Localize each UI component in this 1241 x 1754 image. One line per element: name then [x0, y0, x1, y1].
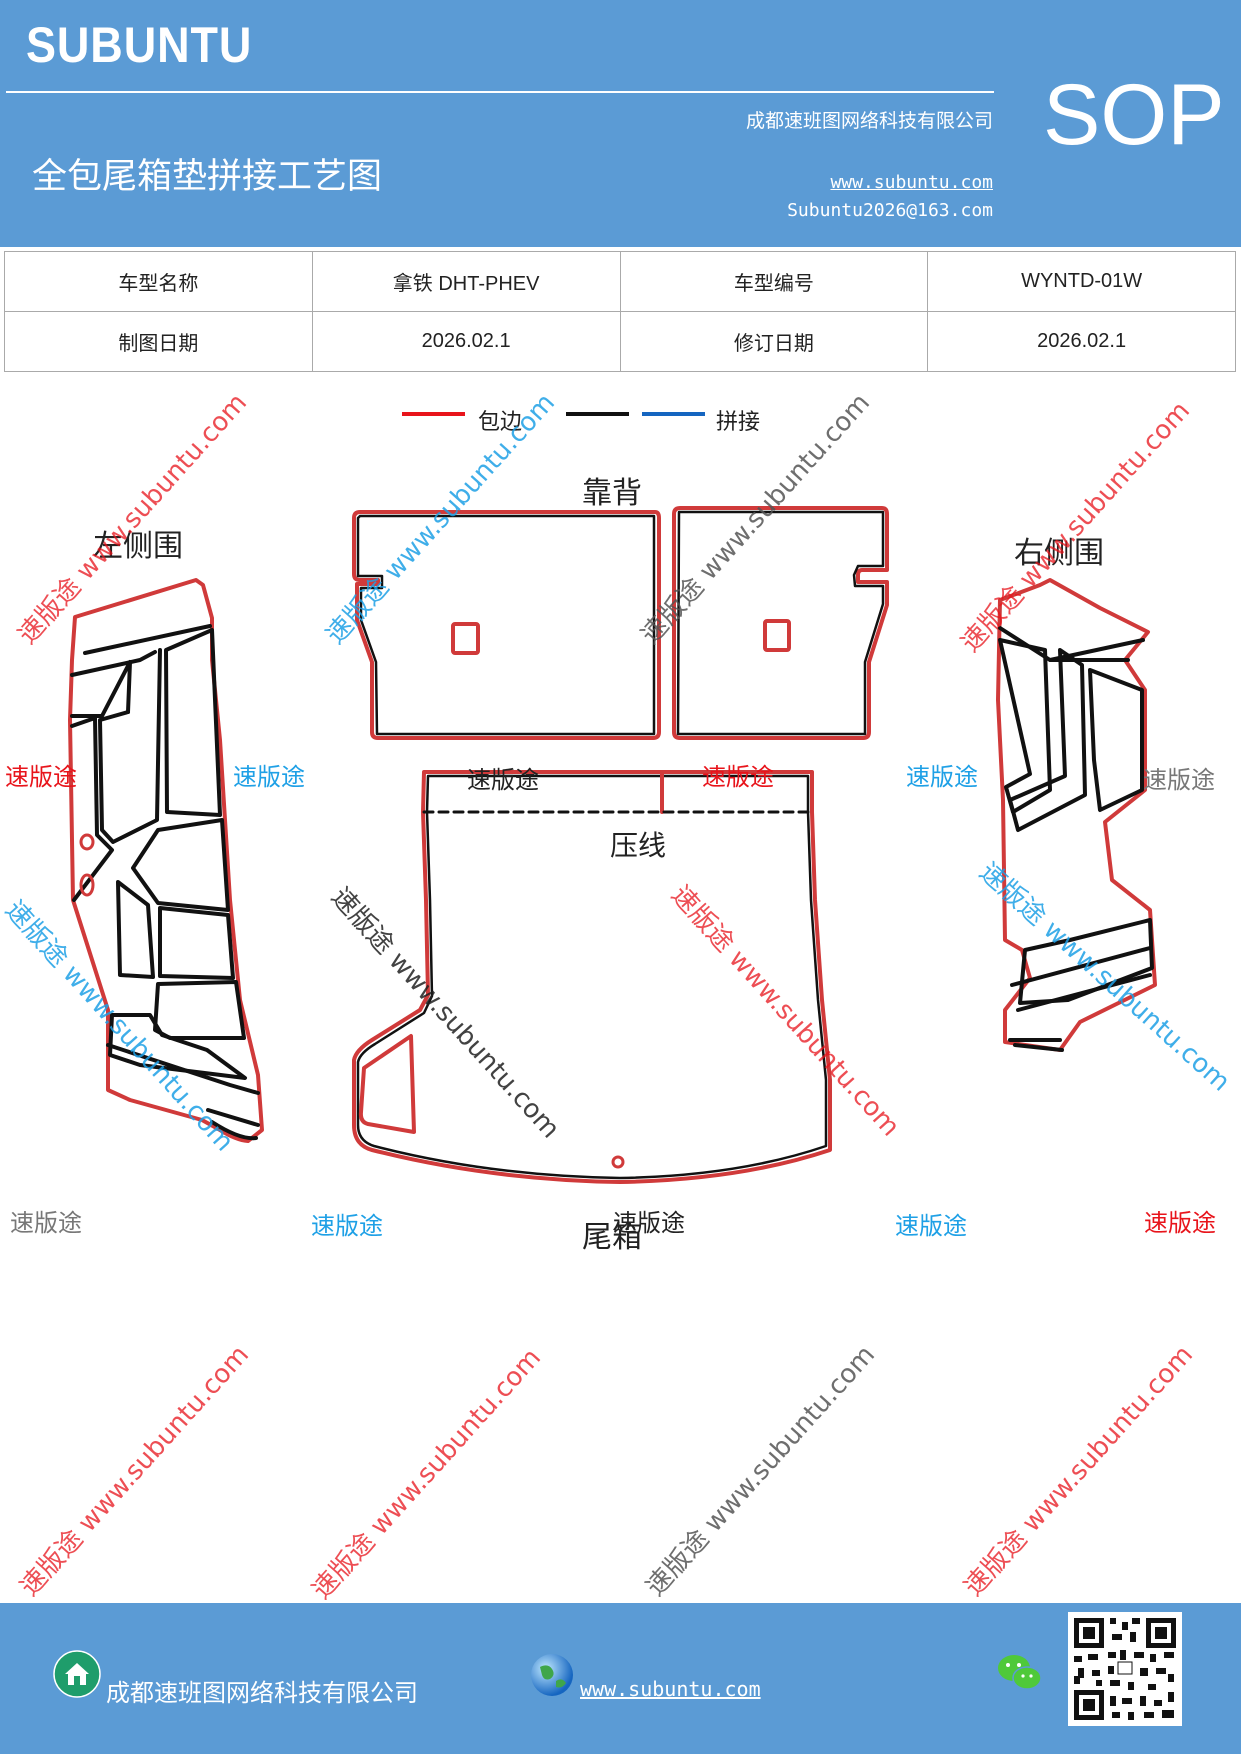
backrest-label: 靠背 — [582, 476, 642, 511]
watermark-text: 速版途 — [613, 1209, 685, 1237]
qr-code-icon — [1068, 1612, 1182, 1726]
info-table: 车型名称 拿铁 DHT-PHEV 车型编号 WYNTD-01W 制图日期 202… — [4, 251, 1236, 372]
watermark-text: 速版途 — [10, 1209, 82, 1237]
draw-date-value: 2026.02.1 — [311, 311, 621, 372]
footer-website-link[interactable]: www.subuntu.com — [580, 1677, 761, 1701]
wechat-icon[interactable] — [995, 1650, 1045, 1694]
left-side-label: 左侧围 — [93, 529, 183, 564]
backrest-left-panel-inner — [356, 514, 656, 736]
legend-edge-label: 包边 — [478, 410, 523, 435]
brand-logo: SUBUNTU — [26, 17, 253, 73]
document-title: 全包尾箱垫拼接工艺图 — [32, 157, 383, 197]
header-banner: SUBUNTU 成都速班图网络科技有限公司 全包尾箱垫拼接工艺图 www.sub… — [0, 0, 1241, 247]
legend-black-line — [566, 412, 629, 416]
header-website-link[interactable]: www.subuntu.com — [830, 172, 993, 193]
home-icon — [53, 1650, 101, 1698]
header-email: Subuntu2026@163.com — [787, 200, 993, 221]
backrest-right-hole — [763, 619, 791, 652]
right-side-label: 右侧围 — [1014, 536, 1104, 571]
watermark-text: 速版途 — [906, 763, 978, 791]
watermark-text: 速版途 — [895, 1212, 967, 1240]
revise-date-label: 修订日期 — [619, 311, 929, 372]
legend-splice-line — [642, 412, 705, 416]
backrest-left-hole — [451, 622, 480, 655]
revise-date-value: 2026.02.1 — [927, 311, 1236, 372]
left-side-panel-outline — [68, 578, 264, 1143]
table-row: 制图日期 2026.02.1 修订日期 2026.02.1 — [4, 311, 1236, 372]
backrest-left-panel — [352, 510, 661, 740]
model-name-label: 车型名称 — [4, 251, 313, 312]
trunk-corner-pocket — [358, 1034, 416, 1134]
legend-splice-label: 拼接 — [716, 410, 761, 435]
footer-company: 成都速班图网络科技有限公司 — [106, 1679, 418, 1707]
legend-edge-line — [402, 412, 465, 416]
watermark-text: 速版途 — [1144, 1209, 1216, 1237]
trunk-mat-inner — [356, 774, 828, 1180]
watermark-text: 速版途 — [702, 763, 774, 791]
backrest-right-panel — [672, 506, 889, 740]
sop-badge: SOP — [1043, 67, 1225, 163]
model-code-label: 车型编号 — [619, 251, 929, 312]
watermark-text: 速版途 — [233, 763, 305, 791]
trunk-label: 尾箱 — [582, 1220, 642, 1255]
crease-label: 压线 — [610, 829, 667, 862]
globe-icon — [531, 1654, 573, 1696]
header-company: 成都速班图网络科技有限公司 — [745, 110, 993, 132]
model-name-value: 拿铁 DHT-PHEV — [311, 251, 621, 312]
watermark-text: 速版途 — [1143, 766, 1215, 794]
watermark-text: 速版途 — [311, 1212, 383, 1240]
draw-date-label: 制图日期 — [4, 311, 313, 372]
backrest-right-panel-inner — [676, 510, 885, 736]
trunk-mat — [352, 770, 832, 1184]
watermark-text: 速版途 — [467, 766, 539, 794]
header-divider — [6, 91, 994, 93]
watermark-text: 速版途 — [5, 763, 77, 791]
trunk-hole — [611, 1155, 625, 1169]
